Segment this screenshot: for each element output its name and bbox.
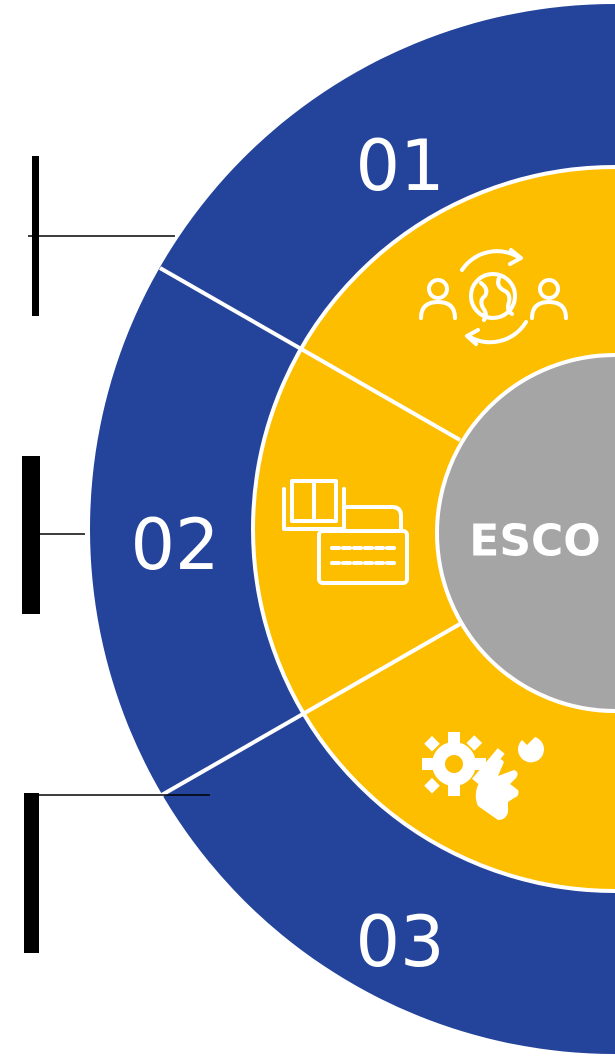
connector-03 <box>24 793 210 953</box>
connector-02 <box>22 456 85 614</box>
book-keyboard-icon <box>282 479 409 585</box>
center-circle <box>435 353 615 713</box>
inner-ring <box>251 165 615 893</box>
segment-number-02: 02 <box>130 504 219 586</box>
divider-lower <box>159 622 461 798</box>
marker-bar-03 <box>24 793 39 953</box>
marker-bar-02 <box>22 456 40 614</box>
connector-01 <box>28 156 175 316</box>
segment-number-01: 01 <box>355 125 444 207</box>
global-exchange-people-icon <box>419 248 568 346</box>
center-label: ESCO <box>469 516 600 567</box>
divider-upper <box>159 266 461 442</box>
segment-number-03: 03 <box>355 901 444 983</box>
